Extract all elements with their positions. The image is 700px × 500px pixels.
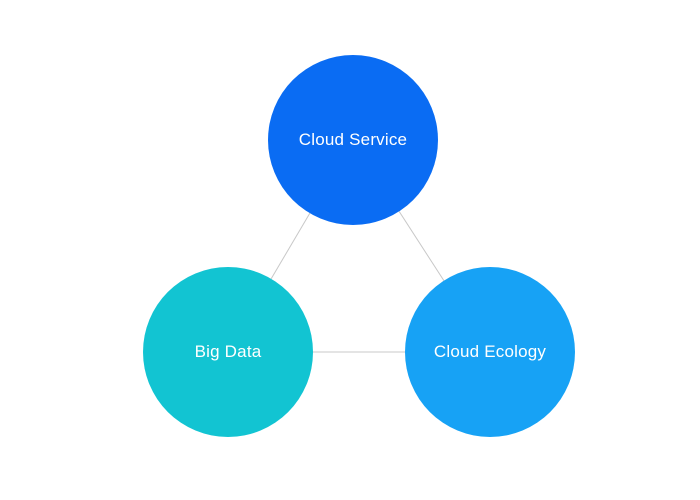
node-big-data-label: Big Data [194, 342, 262, 361]
node-cloud-service-label: Cloud Service [298, 130, 408, 149]
node-big-data: Big Data [143, 267, 313, 437]
node-cloud-ecology: Cloud Ecology [405, 267, 575, 437]
node-cloud-service: Cloud Service [268, 55, 438, 225]
node-cloud-ecology-label: Cloud Ecology [433, 342, 547, 361]
